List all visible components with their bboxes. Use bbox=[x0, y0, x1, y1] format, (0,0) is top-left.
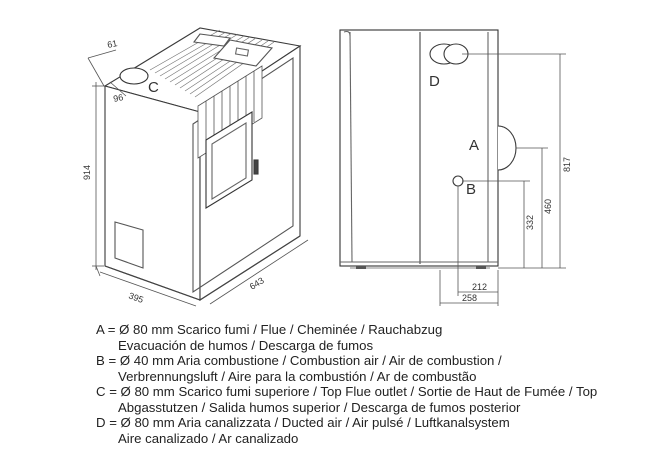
callout-d: D bbox=[429, 73, 440, 90]
dim-258: 258 bbox=[462, 293, 477, 303]
legend-c-line2: Abgasstutzen / Salida humos superior / D… bbox=[118, 399, 521, 415]
legend: A = Ø 80 mm Scarico fumi / Flue / Chemin… bbox=[96, 322, 597, 446]
legend-c-line1: C = Ø 80 mm Scarico fumi superiore / Top… bbox=[96, 384, 598, 399]
legend-d-line1: D = Ø 80 mm Aria canalizzata / Ducted ai… bbox=[96, 415, 510, 430]
legend-a-line2: Evacuación de humos / Descarga de fumos bbox=[118, 337, 374, 353]
technical-drawing: 61 96 914 395 643 817 460 332 212 258 C … bbox=[82, 27, 572, 307]
callout-labels: C D A B bbox=[148, 73, 479, 198]
callout-a: A bbox=[469, 137, 479, 154]
stove-isometric-view bbox=[87, 27, 309, 307]
dim-96: 96 bbox=[112, 92, 124, 104]
callout-c: C bbox=[148, 79, 159, 96]
dim-61: 61 bbox=[106, 38, 118, 50]
dim-332: 332 bbox=[525, 215, 535, 230]
legend-b-line2: Verbrennungsluft / Aire para la combusti… bbox=[118, 368, 477, 384]
dim-914: 914 bbox=[82, 165, 92, 180]
legend-a-line1: A = Ø 80 mm Scarico fumi / Flue / Chemin… bbox=[96, 322, 443, 337]
dim-395: 395 bbox=[127, 290, 145, 305]
dim-460: 460 bbox=[543, 199, 553, 214]
legend-d-line2: Aire canalizado / Ar canalizado bbox=[118, 430, 299, 446]
stove-side-view bbox=[339, 29, 566, 306]
dim-817: 817 bbox=[562, 157, 572, 172]
legend-b-line1: B = Ø 40 mm Aria combustione / Combustio… bbox=[96, 353, 502, 368]
dimension-lines-iso bbox=[87, 49, 309, 307]
callout-b: B bbox=[466, 181, 476, 198]
dimension-lines-side bbox=[439, 53, 566, 306]
dim-212: 212 bbox=[472, 282, 487, 292]
